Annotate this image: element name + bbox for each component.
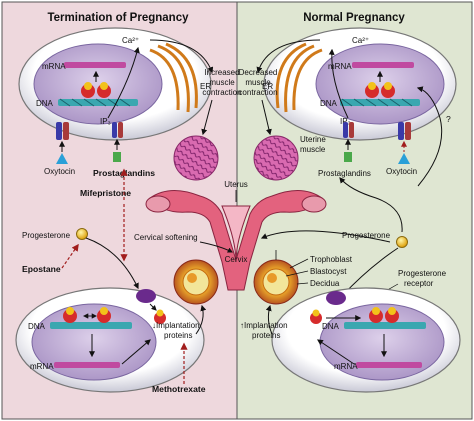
prostaglandin-receptor-left xyxy=(112,122,123,162)
dna-label: DNA xyxy=(36,99,54,108)
uterine-line1: Uterine xyxy=(300,135,326,144)
mrna-strand xyxy=(64,62,126,68)
implantation-right-line1: ↑Implantation xyxy=(240,321,288,330)
dna-strand xyxy=(340,98,420,107)
er-right xyxy=(275,42,323,113)
ca-label: Ca²⁺ xyxy=(122,36,139,45)
receptor-dimer xyxy=(310,307,399,324)
ip3-label: IP₃ xyxy=(340,117,351,126)
muscle-tissue-left xyxy=(173,135,219,181)
implantation-left-line1: ↓Implantation xyxy=(152,321,200,330)
ca-label: Ca²⁺ xyxy=(352,36,369,45)
progesterone-ball-right xyxy=(396,236,408,248)
receptor-dimer xyxy=(365,82,395,98)
mrna-label: mRNA xyxy=(328,62,352,71)
mrna-strand xyxy=(54,362,120,368)
question-mark: ? xyxy=(446,114,451,124)
mrna-label: mRNA xyxy=(42,62,66,71)
increased-line1: Increased xyxy=(204,68,239,77)
cervix-label: Cervix xyxy=(225,255,248,264)
implantation-left-line2: proteins xyxy=(164,331,192,340)
decidua-label: Decidua xyxy=(310,279,340,288)
progesterone-right-label: Progesterone xyxy=(342,231,391,240)
uterine-line2: muscle xyxy=(300,145,326,154)
embryo-left xyxy=(173,259,219,305)
ip3-label: IP₃ xyxy=(100,117,111,126)
blastocyst-label: Blastocyst xyxy=(310,267,347,276)
oxytocin-receptor-left xyxy=(56,122,69,164)
decreased-line3: contraction xyxy=(238,88,277,97)
dna-strand xyxy=(50,322,132,329)
embryo-right xyxy=(253,259,299,305)
mrna-strand xyxy=(352,62,414,68)
oxytocin-left-label: Oxytocin xyxy=(44,167,75,176)
uterus-label: Uterus xyxy=(224,180,248,189)
prostaglandin-receptor-right xyxy=(343,122,354,162)
receptor-dimer xyxy=(81,82,111,98)
increased-line2: muscle xyxy=(209,78,235,87)
mrna-label: mRNA xyxy=(334,362,358,371)
er-label: ER xyxy=(200,82,211,91)
er-label: ER xyxy=(262,82,273,91)
prostaglandins-right-label: Prostaglandins xyxy=(318,169,371,178)
epostane-label: Epostane xyxy=(22,264,61,274)
muscle-tissue-right xyxy=(253,135,299,181)
methotrexate-label: Methotrexate xyxy=(152,384,206,394)
increased-line3: contraction xyxy=(202,88,241,97)
uterus xyxy=(145,190,327,291)
mifepristone-label: Mifepristone xyxy=(80,188,131,198)
mrna-strand xyxy=(356,362,422,368)
dna-label: DNA xyxy=(320,99,338,108)
progesterone-left-label: Progesterone xyxy=(22,231,71,240)
progesterone-receptor-line2: receptor xyxy=(404,279,434,288)
receptor-complex xyxy=(136,289,166,324)
receptor-dimer xyxy=(63,307,111,323)
er-left xyxy=(149,42,198,113)
cervical-softening-label: Cervical softening xyxy=(134,233,198,242)
progesterone-receptor-line1: Progesterone xyxy=(398,269,447,278)
dna-label: DNA xyxy=(28,322,46,331)
top-left-cell: mRNA DNA Ca²⁺ ER IP₃ xyxy=(18,27,214,141)
oxytocin-receptor-right xyxy=(398,122,411,164)
dna-label: DNA xyxy=(322,322,340,331)
right-title: Normal Pregnancy xyxy=(303,12,405,24)
progesterone-receptor-shape xyxy=(326,291,346,305)
trophoblast-label: Trophoblast xyxy=(310,255,353,264)
mrna-label: mRNA xyxy=(30,362,54,371)
left-title: Termination of Pregnancy xyxy=(47,12,189,24)
progesterone-ball-left xyxy=(76,228,88,240)
dna-strand xyxy=(58,98,138,107)
dna-strand xyxy=(344,322,426,329)
oxytocin-right-label: Oxytocin xyxy=(386,167,417,176)
top-right-cell: mRNA DNA Ca²⁺ ER IP₃ xyxy=(256,27,457,141)
bottom-right-cell: DNA mRNA xyxy=(271,287,461,393)
implantation-right-line2: proteins xyxy=(252,331,280,340)
decreased-line2: muscle xyxy=(245,78,271,87)
bottom-left-cell: DNA mRNA xyxy=(15,287,205,393)
decreased-line1: Decreased xyxy=(239,68,278,77)
top-left-nucleus xyxy=(33,43,163,125)
